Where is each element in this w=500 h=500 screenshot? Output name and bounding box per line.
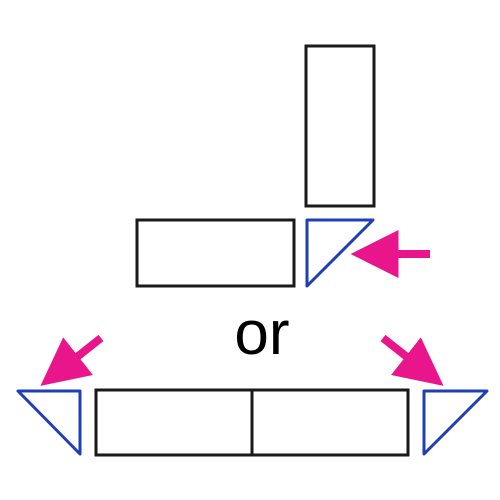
- right-triangle: [422, 389, 489, 456]
- bottom-arrangement: [16, 334, 489, 457]
- long-rectangle-right-half: [250, 388, 410, 457]
- or-label: or: [234, 299, 289, 368]
- corner-triangle: [305, 218, 375, 288]
- down-left-arrow-icon: [40, 334, 104, 386]
- vertical-rectangle: [304, 44, 376, 208]
- left-triangle: [16, 389, 82, 456]
- down-right-arrow-icon: [380, 334, 444, 386]
- long-rectangle-left-half: [94, 388, 254, 457]
- top-arrangement: [135, 44, 430, 288]
- horizontal-rectangle: [135, 218, 296, 288]
